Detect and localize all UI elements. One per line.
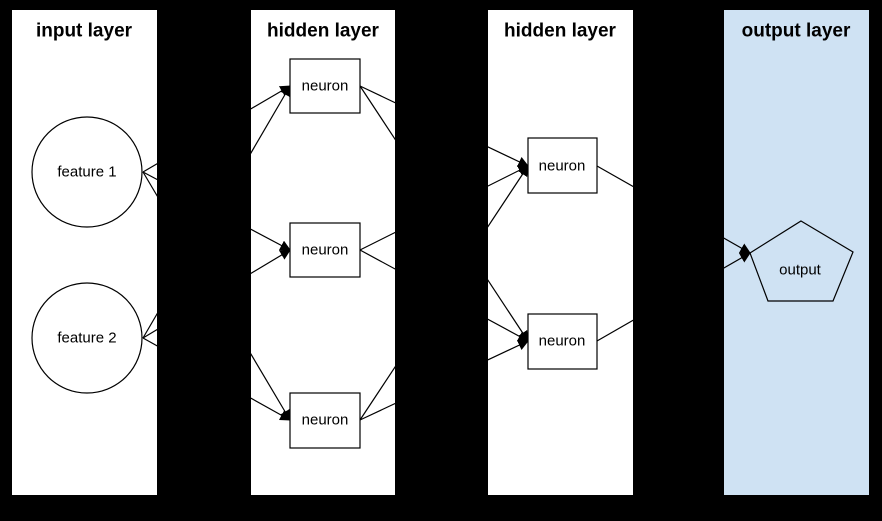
hidden-layer-2-title: hidden layer <box>504 21 617 42</box>
node-hidden1-neuron-2-label: neuron <box>302 242 349 259</box>
node-feature-2 <box>31 282 143 394</box>
node-hidden1-neuron-1 <box>289 58 361 114</box>
node-feature-2-label: feature 2 <box>57 330 116 347</box>
node-output-label: output <box>779 262 822 279</box>
hidden-layer-1-title: hidden layer <box>267 21 380 42</box>
node-output <box>749 220 854 302</box>
node-hidden1-neuron-1-label: neuron <box>302 78 349 95</box>
node-hidden1-neuron-3 <box>289 392 361 449</box>
node-feature-1-label: feature 1 <box>57 164 116 181</box>
input-layer-panel <box>12 10 157 495</box>
node-hidden2-neuron-2 <box>527 313 598 370</box>
node-hidden2-neuron-1-label: neuron <box>539 158 586 175</box>
node-feature-1 <box>31 116 143 228</box>
node-hidden1-neuron-3-label: neuron <box>302 412 349 429</box>
hidden-layer-2-panel <box>488 10 633 495</box>
output-layer-panel <box>724 10 869 495</box>
node-hidden2-neuron-1 <box>527 137 598 194</box>
output-layer-title: output layer <box>742 21 851 42</box>
node-hidden2-neuron-2-label: neuron <box>539 333 586 350</box>
node-hidden1-neuron-2 <box>289 222 361 278</box>
input-layer-title: input layer <box>36 21 133 42</box>
